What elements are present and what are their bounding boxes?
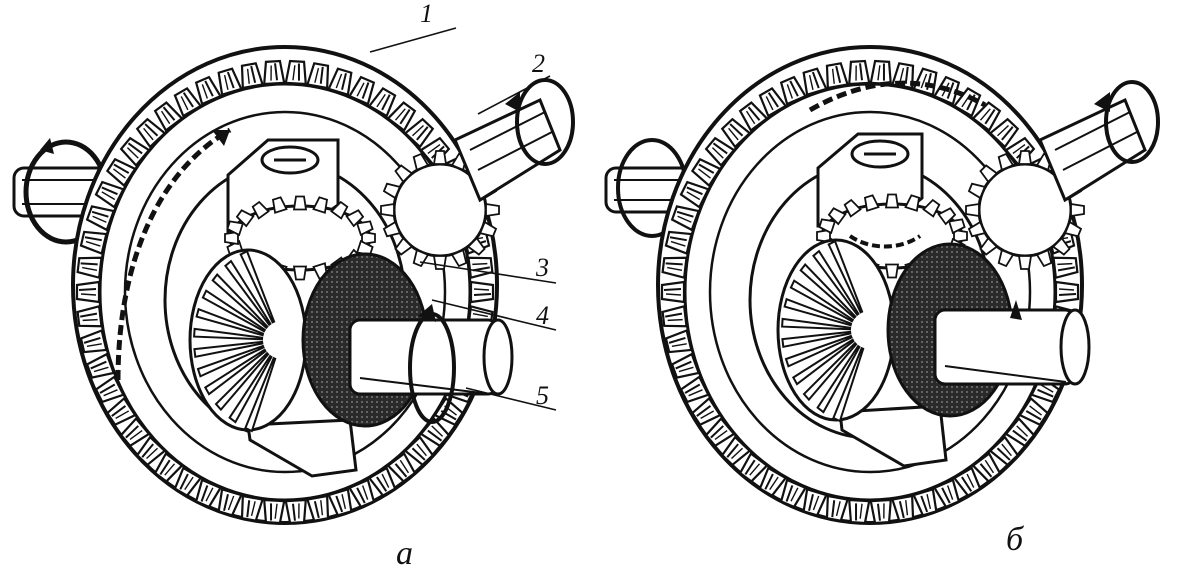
side-gear-tooth: [193, 340, 264, 358]
callout-3: 3: [535, 253, 549, 282]
side-gear-a: [188, 248, 308, 433]
ring-tooth: [1054, 280, 1080, 304]
pinion-tooth: [1070, 203, 1085, 217]
ring-tooth: [660, 280, 686, 304]
side-gear-b: [776, 238, 896, 423]
side-gear-tooth: [783, 297, 853, 327]
view-a: 1 2 3 4 5 а: [12, 0, 575, 572]
ring-tooth: [846, 498, 871, 525]
ring-tooth: [261, 59, 286, 86]
callout-2: 2: [532, 49, 545, 78]
side-gear-tooth: [799, 262, 857, 320]
pinion-tooth: [1018, 150, 1032, 165]
side-gear-tooth: [211, 272, 269, 330]
side-gear-tooth: [214, 351, 270, 412]
pinion-tooth: [1018, 255, 1032, 270]
side-gear-tooth: [195, 307, 265, 337]
side-gear-tooth: [832, 346, 865, 423]
ring-tooth: [869, 498, 894, 525]
side-gear-tooth: [791, 338, 855, 386]
leader-lines-a: [369, 27, 557, 411]
side-gear-tooth: [816, 344, 861, 414]
callout-5: 5: [536, 381, 549, 410]
side-gear-tooth: [784, 334, 853, 368]
side-gear-tooth: [812, 249, 860, 317]
side-gear-tooth: [203, 348, 267, 396]
view-b: б: [604, 45, 1160, 558]
caption-a: а: [396, 535, 413, 572]
side-gear-tooth: [196, 344, 265, 378]
ring-tooth: [869, 59, 894, 86]
side-gear-tooth: [228, 354, 273, 424]
ring-tooth: [284, 59, 309, 86]
side-gear-tooth: [224, 259, 272, 327]
pinion-tooth: [433, 150, 447, 165]
side-gear-tooth: [201, 289, 267, 333]
ring-tooth: [284, 498, 309, 525]
ring-tooth: [261, 498, 286, 525]
ring-tooth: [469, 280, 495, 304]
pinion-tooth: [885, 193, 899, 209]
side-gear-tooth: [789, 279, 855, 323]
pinion-tooth: [433, 255, 447, 270]
side-gear-tooth: [239, 249, 276, 324]
output-shaft-a: [301, 252, 514, 428]
drive-pinion-b: [965, 80, 1160, 270]
pinion-tooth: [293, 265, 307, 281]
side-gear-tooth: [827, 239, 864, 314]
side-gear-tooth: [781, 330, 852, 348]
callout-4: 4: [536, 301, 549, 330]
side-gear-tooth: [244, 356, 277, 433]
caption-b: б: [1006, 521, 1025, 558]
pinion-tooth: [293, 195, 307, 211]
pinion-tooth: [965, 203, 980, 217]
ring-tooth: [75, 280, 101, 304]
side-gear-tooth: [802, 341, 858, 402]
side-gear-tooth: [781, 317, 852, 331]
output-shaft-b: [886, 242, 1091, 418]
ring-tooth: [846, 59, 871, 86]
drive-pinion-a: [380, 78, 575, 270]
callout-1: 1: [420, 0, 433, 28]
pinion-tooth: [485, 203, 500, 217]
side-gear-tooth: [193, 327, 264, 341]
pinion-tooth: [885, 263, 899, 279]
pinion-tooth: [380, 203, 395, 217]
